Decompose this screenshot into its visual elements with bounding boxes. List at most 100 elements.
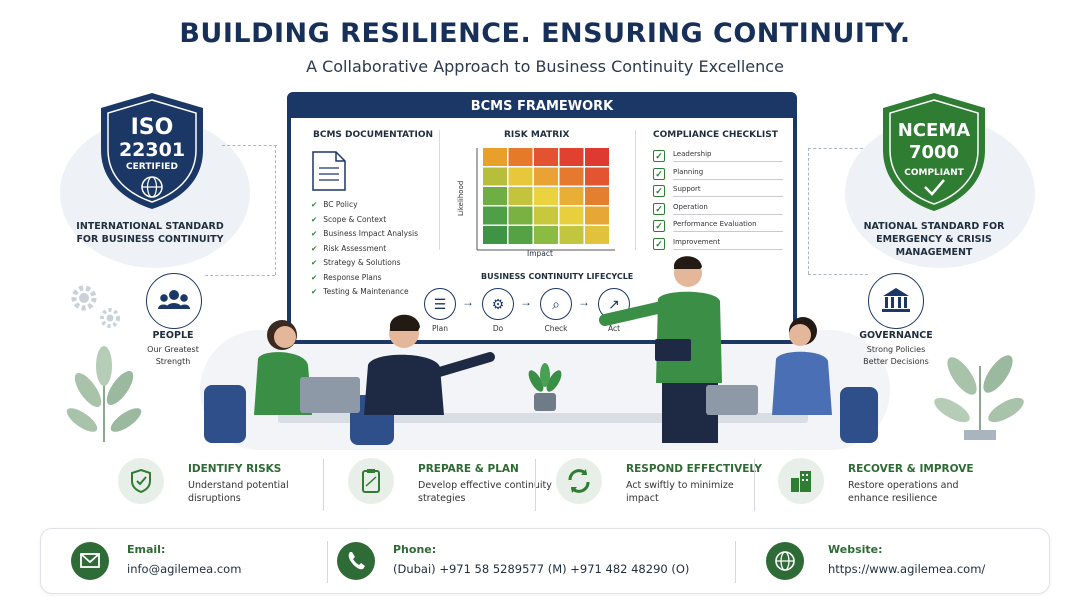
risk-matrix-cell bbox=[585, 187, 609, 205]
risk-matrix-cell bbox=[508, 167, 533, 186]
risk-matrix-cell bbox=[559, 187, 584, 205]
feature-item: IDENTIFY RISKS Understand potential disru… bbox=[118, 455, 318, 519]
website-link[interactable]: https://www.agilemea.com/ bbox=[828, 562, 986, 576]
email-link[interactable]: info@agilemea.com bbox=[127, 562, 242, 576]
governance-caption: GOVERNANCE Strong Policies Better Decisi… bbox=[859, 330, 933, 366]
feature-title: RECOVER & IMPROVE bbox=[848, 463, 974, 475]
arrow-right-icon: → bbox=[462, 295, 474, 309]
risk-matrix-cell bbox=[559, 148, 584, 166]
risk-matrix-cell bbox=[508, 226, 533, 244]
iso-number: 22301 bbox=[118, 139, 186, 161]
shield-check-icon bbox=[118, 458, 164, 504]
checklist-row: ✓Leadership bbox=[653, 150, 783, 162]
checklist-row: ✓Planning bbox=[653, 167, 783, 180]
checkbox-checked-icon: ✓ bbox=[653, 220, 665, 232]
meeting-people-illustration bbox=[204, 256, 878, 445]
documentation-item-label: Response Plans bbox=[323, 272, 382, 282]
phone-icon bbox=[337, 542, 375, 580]
risk-matrix-chart: Likelihood bbox=[457, 148, 615, 251]
buildings-icon bbox=[778, 458, 824, 504]
documentation-item: ✔Strategy & Solutions bbox=[311, 258, 401, 267]
check-icon: ✔ bbox=[311, 272, 318, 282]
lifecycle-step-label: Plan bbox=[432, 324, 448, 333]
documentation-item-label: Business Impact Analysis bbox=[323, 229, 418, 238]
documentation-item: ✔ Response Plans bbox=[311, 273, 382, 282]
checklist-row: ✓ Support bbox=[653, 185, 783, 197]
check-icon: ✔ bbox=[311, 200, 318, 209]
checkbox-checked-icon: ✓ bbox=[653, 237, 665, 250]
documentation-item: ✔Scope & Context bbox=[311, 215, 386, 224]
risk-matrix-cell bbox=[508, 187, 533, 205]
checklist-item-label: Planning bbox=[673, 167, 704, 176]
check-icon: ✔ bbox=[311, 258, 318, 267]
arrow-right-icon: → bbox=[520, 295, 532, 309]
documentation-item-label: BC Policy bbox=[323, 200, 358, 209]
feature-description: Understand potential disruptions bbox=[188, 480, 289, 504]
checklist-item-label: Performance Evaluation bbox=[673, 220, 757, 228]
checklist-row: ✓ Performance Evaluation bbox=[653, 220, 783, 232]
feature-description: Act swiftly to minimize impact bbox=[626, 480, 734, 504]
phone-label: Phone: bbox=[393, 543, 437, 556]
documentation-item: ✔ BC Policy bbox=[311, 200, 358, 209]
documentation-item: ✔ Testing & Maintenance bbox=[311, 287, 409, 296]
feature-description: Restore operations and enhance resilienc… bbox=[848, 480, 959, 504]
documentation-item: ✔Risk Assessment bbox=[311, 244, 386, 253]
checkbox-checked-icon: ✓ bbox=[653, 202, 665, 215]
risk-matrix-cell bbox=[585, 167, 609, 186]
risk-matrix-cell bbox=[483, 206, 507, 225]
plant-right-illustration bbox=[934, 355, 1024, 440]
checklist-item-label: Improvement bbox=[673, 237, 721, 246]
ncema-number: 7000 bbox=[908, 142, 960, 163]
risk-matrix-cell bbox=[508, 148, 533, 166]
check-icon: ✔ bbox=[311, 287, 318, 296]
ncema-caption: NATIONAL STANDARD FOR EMERGENCY & CRISIS… bbox=[863, 221, 1005, 258]
lifecycle-step-label: Check bbox=[544, 324, 568, 333]
risk-matrix-cell bbox=[483, 187, 507, 205]
risk-matrix-cell bbox=[585, 206, 609, 225]
clipboard-strategy-icon bbox=[348, 458, 394, 504]
people-caption: PEOPLE Our Greatest Strength bbox=[147, 330, 199, 366]
risk-matrix-cell bbox=[483, 167, 507, 186]
risk-matrix-cell bbox=[534, 148, 558, 166]
iso-certified: CERTIFIED bbox=[126, 162, 178, 172]
risk-matrix-cell bbox=[585, 226, 609, 244]
risk-matrix-cell bbox=[483, 148, 507, 166]
magnifier-icon: ⌕ bbox=[540, 288, 572, 320]
arrow-right-icon: → bbox=[578, 295, 590, 309]
people-circle bbox=[146, 273, 202, 329]
page-title: BUILDING RESILIENCE. ENSURING CONTINUITY… bbox=[179, 18, 911, 49]
people-icon bbox=[158, 290, 190, 309]
checklist-row: ✓ Improvement bbox=[653, 237, 783, 250]
checklist-item-label: Operation bbox=[673, 202, 708, 211]
checklist-row: ✓ Operation bbox=[653, 202, 783, 215]
check-icon: ✔ bbox=[311, 243, 318, 253]
check-icon: ✔ bbox=[311, 214, 318, 224]
documentation-title: BCMS DOCUMENTATION bbox=[313, 130, 434, 140]
risk-matrix-cell bbox=[559, 167, 584, 186]
risk-matrix-cell bbox=[534, 206, 558, 225]
iso-shield-icon bbox=[101, 93, 203, 209]
website-label: Website: bbox=[828, 543, 883, 556]
lifecycle-title: BUSINESS CONTINUITY LIFECYCLE bbox=[481, 272, 634, 281]
board-title: BCMS FRAMEWORK bbox=[291, 96, 793, 118]
lifecycle-step-label: Act bbox=[607, 324, 621, 333]
feature-title: IDENTIFY RISKS bbox=[188, 463, 282, 475]
risk-matrix-title: RISK MATRIX bbox=[504, 130, 570, 140]
email-icon bbox=[71, 542, 109, 580]
check-icon: ✔ bbox=[311, 229, 318, 238]
phone-number[interactable]: (Dubai) +971 58 5289577 (M) +971 482 482… bbox=[393, 562, 690, 576]
documentation-item-label: Testing & Maintenance bbox=[323, 287, 409, 296]
gear-icon: ⚙ bbox=[482, 288, 514, 320]
checklist-item-label: Support bbox=[673, 185, 701, 193]
feature-description: Develop effective continuity strategies bbox=[418, 480, 552, 504]
risk-matrix-ylabel: Likelihood bbox=[457, 181, 465, 216]
iso-caption: INTERNATIONAL STANDARD FOR BUSINESS CONT… bbox=[76, 221, 224, 245]
globe-icon bbox=[766, 542, 804, 580]
checkbox-checked-icon: ✓ bbox=[653, 185, 665, 197]
checklist-title: COMPLIANCE CHECKLIST bbox=[653, 130, 778, 140]
risk-matrix-cell bbox=[534, 226, 558, 244]
lifecycle-step-label: Do bbox=[492, 324, 504, 333]
risk-matrix-xlabel: Impact bbox=[527, 249, 553, 258]
